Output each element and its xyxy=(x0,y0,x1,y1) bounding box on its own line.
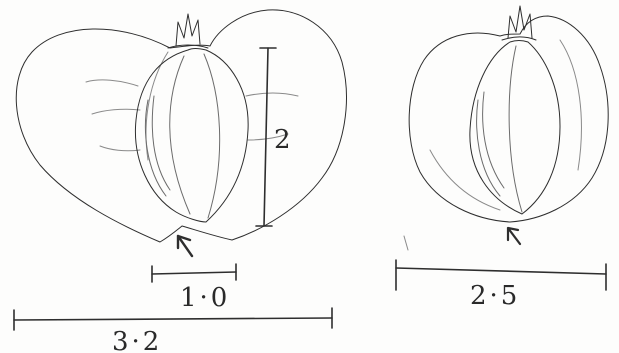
height-label: 2 xyxy=(274,125,294,155)
nut-width-scale-bar: 1·0 xyxy=(152,264,236,313)
right-width-scale-bar: 2·5 xyxy=(396,260,606,311)
left-nut-shading xyxy=(145,96,170,196)
left-nut-rib-2 xyxy=(204,54,220,218)
total-width-label: 3·2 xyxy=(112,327,162,353)
right-nut-shading xyxy=(477,92,504,196)
left-calyx-tip xyxy=(176,14,200,46)
left-wing-vein-3 xyxy=(100,146,140,151)
height-scale-bar: 2 xyxy=(256,48,294,226)
right-nut-rib xyxy=(509,46,522,212)
left-arrow xyxy=(178,236,192,256)
left-specimen xyxy=(16,10,346,256)
stray-mark xyxy=(404,236,408,250)
nut-width-label: 1·0 xyxy=(180,283,230,313)
left-wing-vein-1 xyxy=(86,80,138,86)
left-wing-outline xyxy=(16,10,346,242)
right-arrow xyxy=(508,228,520,244)
left-wing-vein-4 xyxy=(246,93,298,96)
total-width-scale-bar: 3·2 xyxy=(14,308,332,353)
right-wing-inner-edge xyxy=(560,40,581,170)
left-nut-rib-1 xyxy=(170,56,190,214)
left-wing-vein-2 xyxy=(92,109,140,114)
right-calyx-base xyxy=(502,37,536,40)
right-specimen xyxy=(404,6,608,250)
right-width-label: 2·5 xyxy=(470,281,520,311)
